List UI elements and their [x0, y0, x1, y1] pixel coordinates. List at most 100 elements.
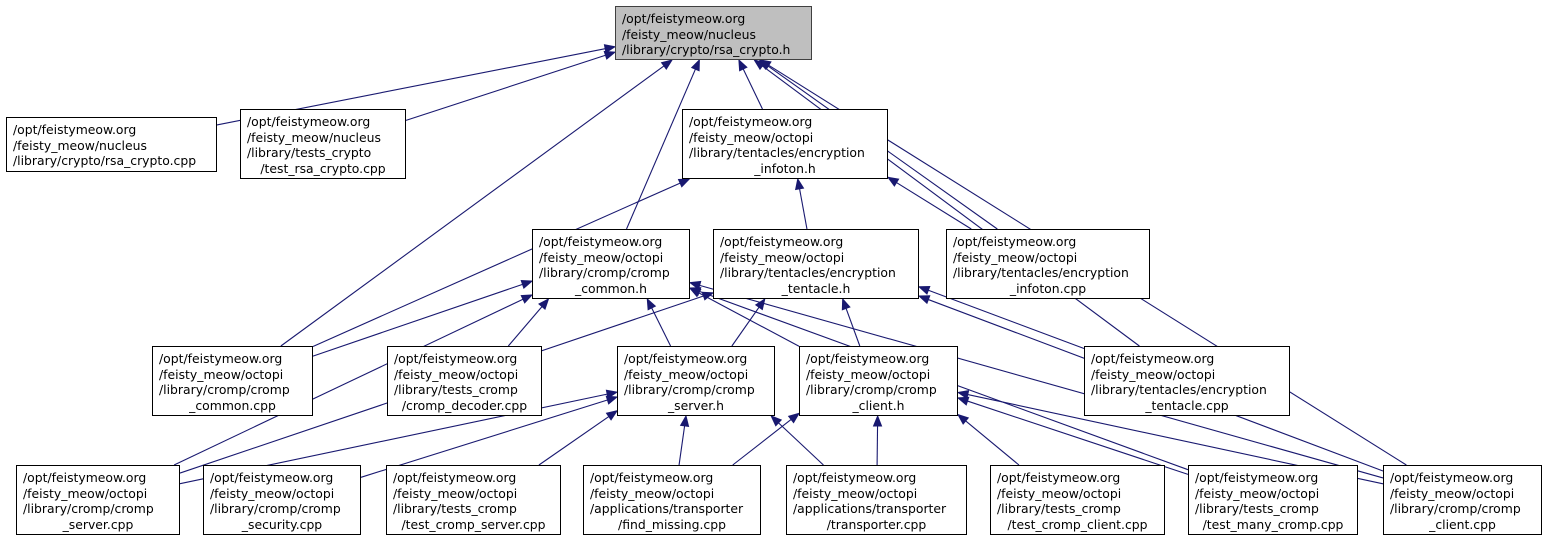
node-label-line: /library/crypto/rsa_crypto.h — [622, 42, 791, 57]
node-label-line: /feisty_meow/octopi — [394, 366, 519, 382]
arrowhead-icon — [688, 287, 702, 297]
arrowhead-icon — [660, 59, 674, 71]
arrowhead-icon — [538, 297, 550, 311]
node-label-line: /library/tests_cromp — [1195, 501, 1319, 516]
node-label-line: /library/tests_cromp — [394, 382, 518, 397]
node-label-line: /feisty_meow/octopi — [720, 249, 845, 265]
edge-cromp_client_h-to-cromp_common_h — [698, 292, 800, 347]
arrowhead-icon — [872, 414, 883, 427]
node-cromp-common-cpp[interactable]: /opt/feistymeow.org/feisty_meow/octopi/l… — [152, 346, 313, 416]
node-label-line: /opt/feistymeow.org — [247, 114, 371, 129]
node-label-line: _security.cpp — [241, 516, 323, 532]
arrowhead-icon — [738, 58, 748, 72]
node-label-line: /opt/feistymeow.org — [622, 11, 746, 26]
node-label-line: _tentacle.h — [781, 280, 851, 296]
arrowhead-icon — [754, 297, 766, 311]
node-cromp-server-h[interactable]: /opt/feistymeow.org/feisty_meow/octopi/l… — [617, 346, 775, 416]
edge-cromp_client_h-to-encryption_tentacle_h — [845, 308, 861, 347]
arrowhead-icon — [690, 58, 700, 72]
node-test-cromp-client-cpp[interactable]: /opt/feistymeow.org/feisty_meow/octopi/l… — [990, 465, 1165, 535]
node-test-rsa-crypto-cpp[interactable]: /opt/feistymeow.org/feisty_meow/nucleus/… — [240, 109, 406, 179]
node-cromp-security-cpp[interactable]: /opt/feistymeow.org/feisty_meow/octopi/l… — [203, 465, 361, 535]
node-label-line: /feisty_meow/octopi — [590, 485, 715, 501]
node-label-line: /library/tentacles/encryption — [953, 265, 1129, 280]
node-cromp-common-h[interactable]: /opt/feistymeow.org/feisty_meow/octopi/l… — [532, 229, 690, 299]
edge-cromp_common_cpp-to-cromp_common_h — [312, 283, 523, 357]
node-label-line: _common.cpp — [189, 397, 276, 413]
node-label-line: /feisty_meow/octopi — [539, 249, 664, 265]
node-transporter-cpp[interactable]: /opt/feistymeow.org/feisty_meow/octopi/a… — [786, 465, 967, 535]
node-label-line: /feisty_meow/octopi — [806, 366, 931, 382]
node-rsa-crypto-cpp[interactable]: /opt/feistymeow.org/feisty_meow/nucleus/… — [6, 117, 217, 172]
node-test-many-cromp-cpp[interactable]: /opt/feistymeow.org/feisty_meow/octopi/l… — [1188, 465, 1358, 535]
node-label-line: /feisty_meow/octopi — [689, 129, 814, 145]
arrowhead-icon — [917, 286, 931, 295]
node-cromp-server-cpp[interactable]: /opt/feistymeow.org/feisty_meow/octopi/l… — [16, 465, 180, 535]
node-cromp-decoder-cpp[interactable]: /opt/feistymeow.org/feisty_meow/octopi/l… — [387, 346, 542, 416]
node-encryption-tentacle-h[interactable]: /opt/feistymeow.org/feisty_meow/octopi/l… — [713, 229, 919, 299]
node-label-line: /opt/feistymeow.org — [590, 470, 714, 485]
node-label-line: /feisty_meow/nucleus — [247, 129, 381, 145]
node-encryption-infoton-h[interactable]: /opt/feistymeow.org/feisty_meow/octopi/l… — [682, 109, 888, 179]
node-encryption-tentacle-cpp[interactable]: /opt/feistymeow.org/feisty_meow/octopi/l… — [1084, 346, 1290, 416]
node-label-line: /opt/feistymeow.org — [394, 351, 518, 366]
node-label-line: _server.h — [667, 397, 725, 413]
node-label-line: /library/tests_crypto — [247, 145, 372, 160]
node-label-line: _infoton.h — [754, 160, 816, 176]
node-label-line: /opt/feistymeow.org — [806, 351, 930, 366]
edge-cromp_decoder_cpp-to-cromp_common_h — [507, 306, 543, 347]
node-label-line: /opt/feistymeow.org — [1390, 470, 1514, 485]
node-test-cromp-server-cpp[interactable]: /opt/feistymeow.org/feisty_meow/octopi/l… — [386, 465, 561, 535]
arrowhead-icon — [886, 176, 900, 187]
node-label-line: /feisty_meow/octopi — [793, 485, 918, 501]
arrowhead-icon — [701, 291, 715, 301]
edge-cromp_common_cpp-to-rsa_crypto_h — [280, 65, 665, 347]
node-label-line: /opt/feistymeow.org — [720, 234, 844, 249]
node-label-line: /test_cromp_client.cpp — [1007, 516, 1148, 532]
arrowhead-icon — [603, 50, 617, 60]
node-label-line: /feisty_meow/nucleus — [13, 137, 147, 153]
node-cromp-client-cpp[interactable]: /opt/feistymeow.org/feisty_meow/octopi/l… — [1383, 465, 1542, 535]
arrowhead-icon — [795, 177, 805, 191]
node-label-line: /feisty_meow/octopi — [624, 366, 749, 382]
node-label-line: /feisty_meow/octopi — [953, 249, 1078, 265]
node-label-line: /feisty_meow/octopi — [210, 485, 335, 501]
edge-encryption_tentacle_cpp-to-encryption_tentacle_h — [928, 289, 1085, 350]
node-label-line: /feisty_meow/octopi — [1390, 485, 1515, 501]
arrowhead-icon — [759, 59, 772, 70]
node-label-line: /opt/feistymeow.org — [1195, 470, 1319, 485]
node-label-line: /opt/feistymeow.org — [13, 122, 137, 137]
node-encryption-infoton-cpp[interactable]: /opt/feistymeow.org/feisty_meow/octopi/l… — [946, 229, 1150, 299]
arrowhead-icon — [520, 294, 534, 304]
edge-find_missing_cpp-to-cromp_client_h — [732, 419, 792, 466]
edge-encryption_tentacle_cpp-to-rsa_crypto_h — [762, 65, 1140, 347]
edge-cromp_common_cpp-to-encryption_infoton_h — [312, 182, 681, 347]
node-label-line: /opt/feistymeow.org — [689, 114, 813, 129]
edge-transporter_cpp-to-cromp_server_h — [778, 422, 824, 466]
node-label-line: /opt/feistymeow.org — [159, 351, 283, 366]
edge-cromp_server_h-to-encryption_tentacle_h — [731, 306, 760, 347]
edge-cromp_server_cpp-to-cromp_common_h — [173, 298, 524, 466]
node-label-line: /opt/feistymeow.org — [997, 470, 1121, 485]
arrowhead-icon — [917, 295, 931, 305]
node-label-line: _client.cpp — [1429, 516, 1496, 532]
node-label-line: /library/crypto/rsa_crypto.cpp — [13, 153, 197, 168]
node-label-line: /library/tentacles/encryption — [689, 145, 865, 160]
node-rsa-crypto-h[interactable]: /opt/feistymeow.org/feisty_meow/nucleus/… — [615, 6, 812, 60]
node-label-line: _common.h — [575, 280, 647, 296]
arrowhead-icon — [605, 395, 619, 405]
arrowhead-icon — [787, 412, 801, 424]
node-label-line: /feisty_meow/nucleus — [622, 26, 756, 42]
edge-encryption_tentacle_h-to-encryption_infoton_h — [799, 188, 808, 230]
node-label-line: /test_cromp_server.cpp — [401, 516, 546, 532]
node-label-line: /applications/transporter — [793, 501, 947, 516]
node-label-line: /opt/feistymeow.org — [953, 234, 1077, 249]
node-label-line: /library/cromp/cromp — [210, 501, 341, 516]
node-cromp-client-h[interactable]: /opt/feistymeow.org/feisty_meow/octopi/l… — [799, 346, 958, 416]
node-label-line: /library/cromp/cromp — [1390, 501, 1521, 516]
node-find-missing-cpp[interactable]: /opt/feistymeow.org/feisty_meow/octopi/a… — [583, 465, 761, 535]
edge-cromp_common_h-to-rsa_crypto_h — [626, 68, 696, 230]
arrowhead-icon — [646, 297, 657, 311]
node-label-line: /opt/feistymeow.org — [1091, 351, 1215, 366]
edge-encryption_infoton_cpp-to-encryption_infoton_h — [896, 182, 972, 230]
